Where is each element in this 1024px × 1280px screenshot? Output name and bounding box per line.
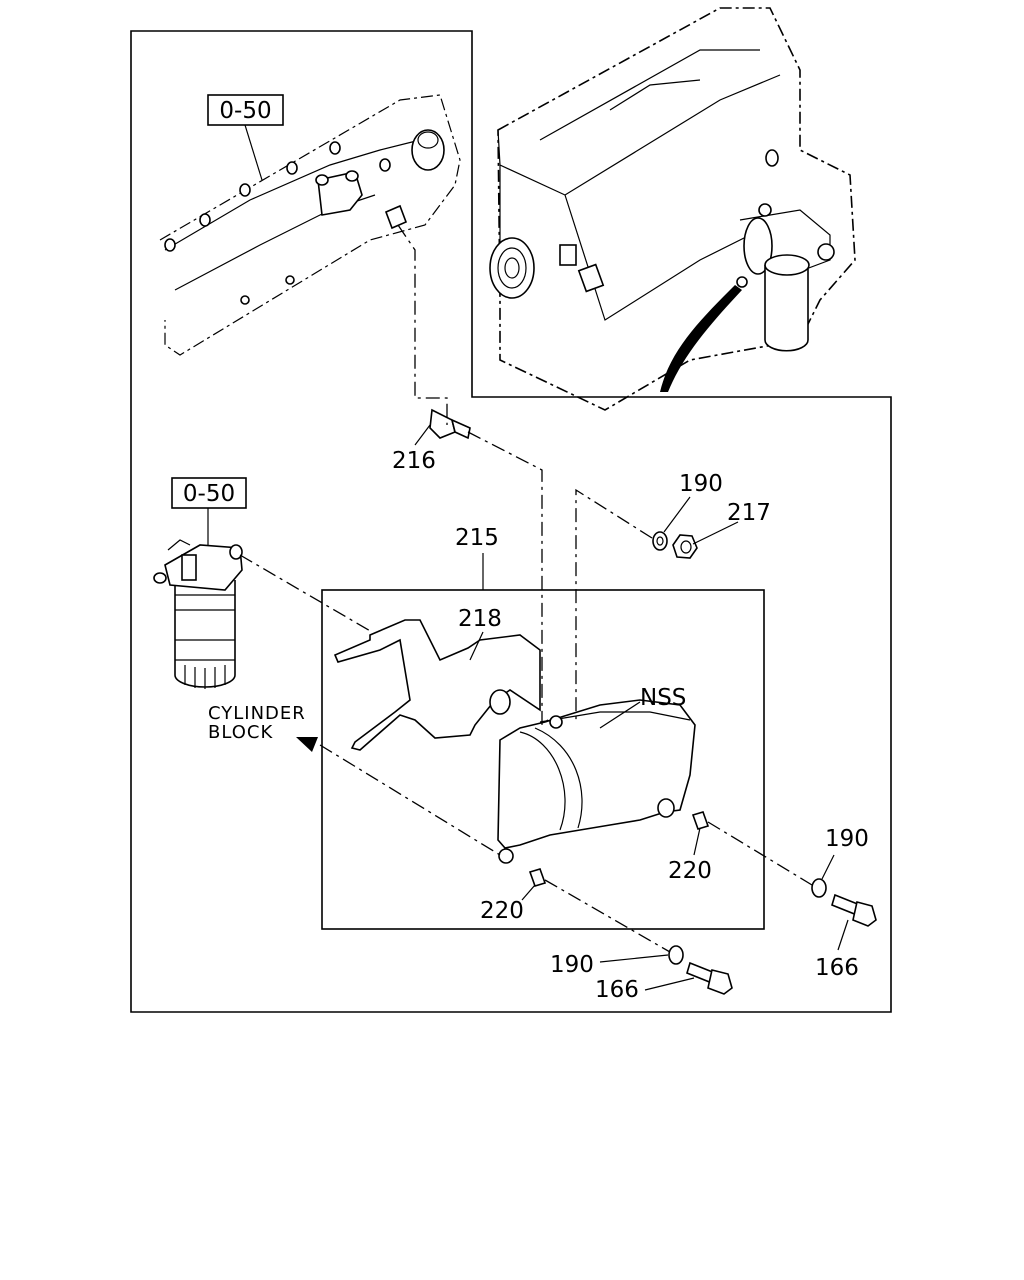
- leader-166-right: [837, 919, 849, 951]
- washer-190-right: [811, 878, 827, 898]
- collar-220-left: [528, 868, 547, 887]
- leader-220-left: [521, 884, 536, 901]
- part-label-166-right: 166: [815, 955, 859, 981]
- cylinder-head-illustration: [159, 94, 461, 356]
- leader-166-bottom: [644, 977, 695, 991]
- leader-190-bottom: [599, 954, 669, 963]
- nipple-216: [429, 408, 471, 440]
- bolt-166-right: [831, 893, 877, 927]
- sub-assembly-box: [321, 589, 765, 930]
- assembly-line-right-bolt: [707, 821, 813, 886]
- leader-220-right: [693, 827, 701, 856]
- part-label-190-right: 190: [825, 826, 869, 852]
- leader-190-top: [663, 496, 691, 533]
- ref-label-engine: 0-50: [219, 98, 271, 124]
- fuel-filter-illustration: [153, 539, 243, 689]
- assembly-line-filter: [239, 554, 373, 633]
- engine-inset-illustration: [489, 7, 856, 411]
- part-label-190-top: 190: [679, 471, 723, 497]
- part-label-216: 216: [392, 448, 436, 474]
- heat-shield-218: [333, 619, 541, 751]
- cylinder-block-arrow: [296, 737, 318, 752]
- heat-shield-nss: [497, 699, 696, 864]
- part-label-nss: NSS: [640, 685, 686, 711]
- leader-ref-engine: [244, 124, 263, 181]
- leader-216: [414, 424, 431, 446]
- assembly-line-217: [575, 488, 653, 720]
- washer-190-top: [652, 531, 668, 551]
- assembly-line-cylinder-block: [319, 744, 501, 856]
- part-label-220-right: 220: [668, 858, 712, 884]
- assembly-line-216: [397, 224, 551, 727]
- part-label-220-left: 220: [480, 898, 524, 924]
- washer-190-bottom: [668, 945, 684, 965]
- diagram-frame: [130, 30, 892, 1013]
- cylinder-block-label-line2: BLOCK: [208, 722, 273, 743]
- part-label-217: 217: [727, 500, 771, 526]
- part-label-190-bottom: 190: [550, 952, 594, 978]
- collar-220-right: [691, 811, 710, 830]
- ref-box-filter: [171, 477, 247, 509]
- leader-217: [692, 521, 739, 545]
- leader-190-right: [821, 854, 835, 880]
- part-label-218: 218: [458, 606, 502, 632]
- ref-label-filter: 0-50: [183, 481, 235, 507]
- assembly-line-left-bolt: [544, 879, 671, 953]
- cylinder-block-label-line1: CYLINDER: [208, 703, 306, 724]
- nut-217: [672, 534, 698, 559]
- part-label-166-bottom: 166: [595, 977, 639, 1003]
- bolt-166-bottom: [686, 961, 733, 995]
- part-label-215: 215: [455, 525, 499, 551]
- leader-nss: [599, 701, 641, 729]
- leader-218: [469, 631, 484, 661]
